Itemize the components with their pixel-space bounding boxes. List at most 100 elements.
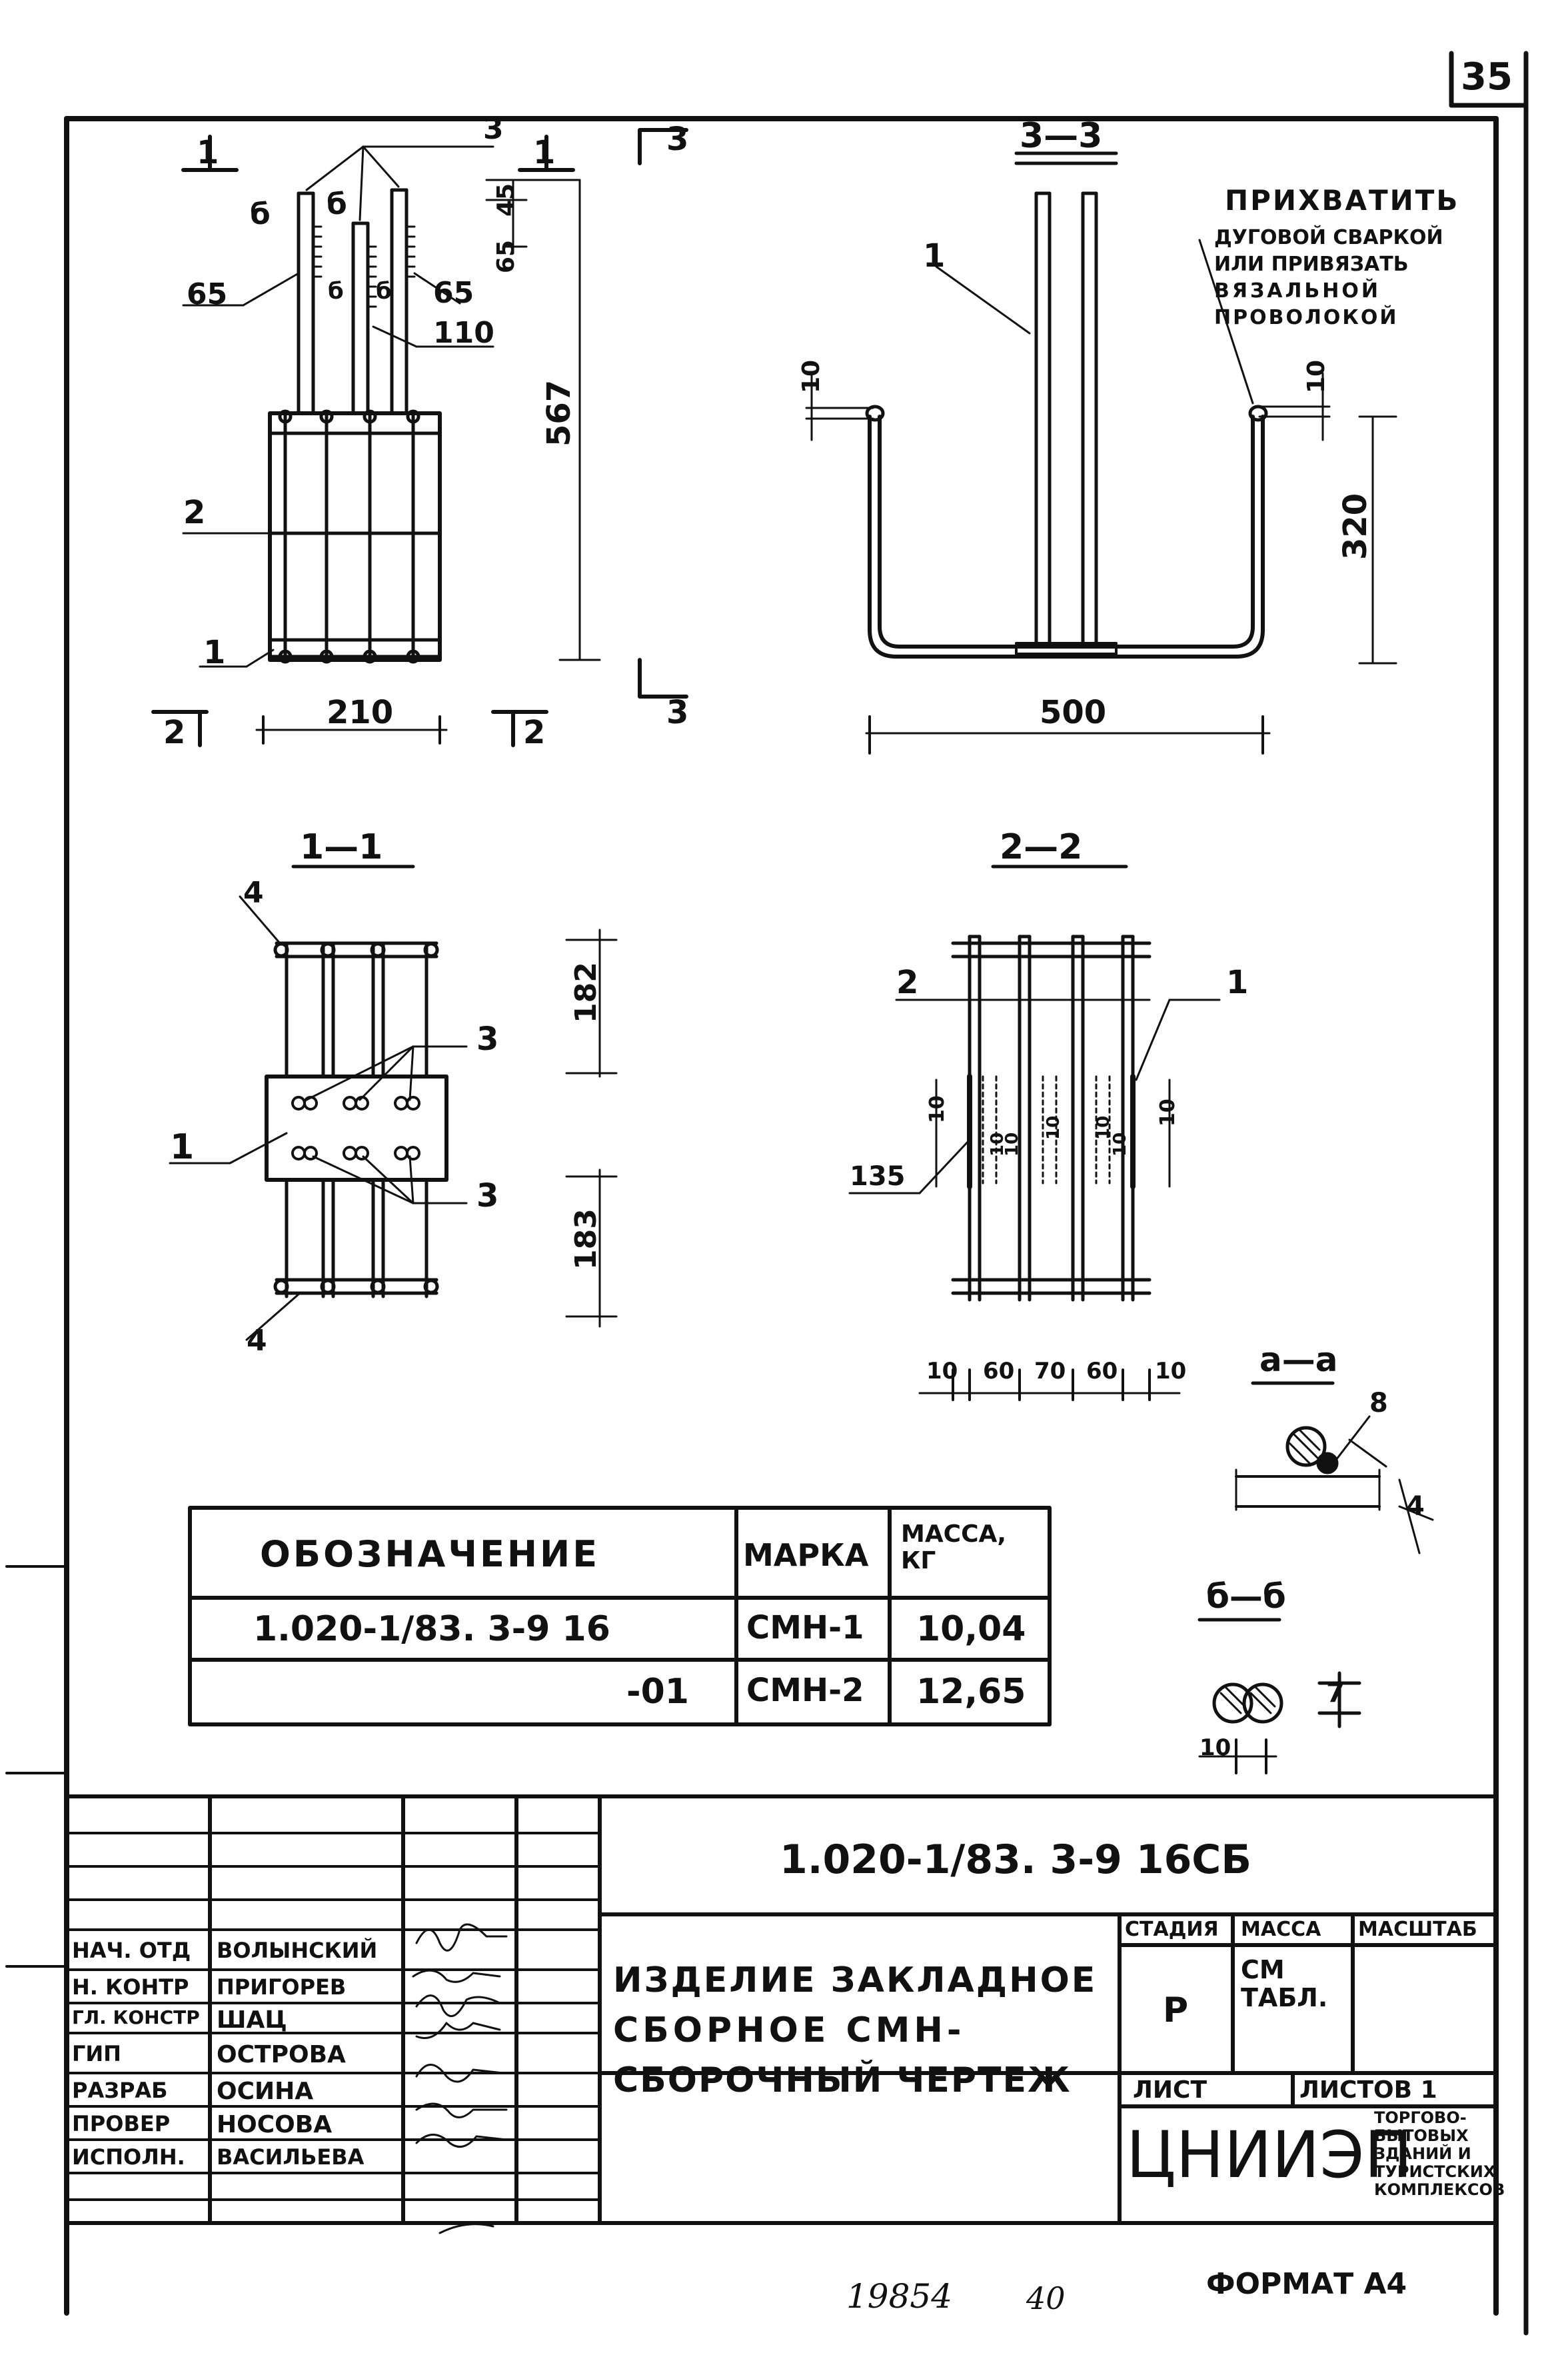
format-label: ФОРМАТ А4 <box>1206 2267 1407 2301</box>
section-1-1-view <box>169 865 618 1341</box>
signature-marks <box>412 1923 508 2234</box>
spec-header-mass: МАССА, КГ <box>901 1520 1007 1574</box>
inventory-suffix: 40 <box>1026 2280 1066 2316</box>
staff-name-4: ОСТРОВА <box>217 2041 346 2068</box>
callout-b1: б <box>250 197 271 231</box>
staff-name-1: ВОЛЫНСКИЙ <box>217 1938 378 1963</box>
title-line-3: СБОРОЧНЫЙ ЧЕРТЕЖ <box>613 2060 1072 2100</box>
callout-b3: б <box>328 278 344 305</box>
staff-role-6: ПРОВЕР <box>72 2111 171 2136</box>
mass-label: МАССА <box>1241 1918 1321 1941</box>
section-3-3-view <box>805 151 1397 755</box>
spec-row2-mark: СМН-2 <box>746 1672 864 1709</box>
dim-10-left: 10 <box>798 359 825 393</box>
section-mark-1a: 1 <box>197 134 219 171</box>
stage-label: СТАДИЯ <box>1125 1918 1219 1941</box>
spec-header-mark: МАРКА <box>743 1537 869 1573</box>
bottom-dim-10a: 10 <box>926 1358 958 1384</box>
detail-a-a-title: а—а <box>1259 1340 1338 1379</box>
dim-210: 210 <box>327 694 394 731</box>
detail-b-b-view <box>1197 1618 1361 1774</box>
staff-name-6: НОСОВА <box>217 2111 333 2138</box>
weld-note-line-4: ПРОВОЛОКОЙ <box>1214 306 1399 329</box>
inner-dim-4: 10 <box>1044 1115 1064 1140</box>
dim-500: 500 <box>1040 694 1107 731</box>
title-line-2: СБОРНОЕ СМН- <box>613 2010 966 2050</box>
bottom-dim-60b: 60 <box>1086 1358 1118 1384</box>
spec-row2-mass: 12,65 <box>916 1672 1026 1712</box>
inner-dim-3: 10 <box>1002 1132 1022 1157</box>
org-subtitle-5: КОМПЛЕКСОВ <box>1374 2180 1505 2199</box>
dim-567: 567 <box>540 379 578 447</box>
dim-65: 65 <box>492 239 520 273</box>
section-2-2-callout-1: 1 <box>1226 964 1249 1001</box>
section-2-2-callout-2: 2 <box>896 964 919 1001</box>
staff-name-2: ПРИГОРЕВ <box>217 1974 347 2000</box>
org-subtitle-1: ТОРГОВО- <box>1374 2108 1467 2127</box>
mass-value: СМ ТАБЛ. <box>1241 1955 1328 2012</box>
staff-role-2: Н. КОНТР <box>72 1974 189 2000</box>
title-line-1: ИЗДЕЛИЕ ЗАКЛАДНОЕ <box>613 1960 1098 2000</box>
spec-row1-mark: СМН-1 <box>746 1609 864 1646</box>
spec-table-grid <box>188 1506 1052 1726</box>
top-left-view <box>151 128 688 747</box>
callout-2: 2 <box>183 494 206 531</box>
title-block-grid <box>65 1794 1498 2225</box>
section-mark-1b: 1 <box>533 134 556 171</box>
section-1-1-title: 1—1 <box>300 827 383 867</box>
section-2-2-title: 2—2 <box>1000 827 1083 867</box>
document-code: 1.020-1/83. 3-9 16СБ <box>780 1836 1252 1883</box>
sheet-label: ЛИСТ <box>1133 2076 1207 2104</box>
callout-65b: 65 <box>433 276 474 310</box>
section-mark-3a: 3 <box>666 121 689 158</box>
section-mark-3b: 3 <box>666 694 689 731</box>
inner-dim-7: 10 <box>1156 1099 1179 1127</box>
section-mark-2b: 2 <box>523 714 546 751</box>
spec-header-designation: ОБОЗНАЧЕНИЕ <box>260 1533 600 1575</box>
dim-320: 320 <box>1337 493 1374 560</box>
callout-3: 3 <box>483 112 504 146</box>
sheet-frame <box>5 51 1529 2336</box>
staff-name-7: ВАСИЛЬЕВА <box>217 2144 365 2170</box>
spec-row1-mass: 10,04 <box>916 1609 1026 1649</box>
staff-role-7: ИСПОЛН. <box>72 2144 185 2170</box>
weld-note-line-3: ВЯЗАЛЬНОЙ <box>1214 279 1381 303</box>
staff-role-3: ГЛ. КОНСТР <box>72 2006 200 2028</box>
org-subtitle-3: ЗДАНИЙ И <box>1374 2144 1471 2163</box>
section-2-2-view <box>848 865 1221 1401</box>
bottom-dim-60a: 60 <box>983 1358 1015 1384</box>
section-1-1-callout-4a: 4 <box>243 876 264 910</box>
detail-b-b-dim-7: 7 <box>1326 1678 1345 1708</box>
callout-1: 1 <box>203 634 226 671</box>
staff-role-1: НАЧ. ОТД <box>72 1938 191 1963</box>
spec-row1-designation: 1.020-1/83. 3-9 16 <box>253 1609 610 1649</box>
section-1-1-callout-3a: 3 <box>476 1021 499 1058</box>
detail-b-b-dim-10: 10 <box>1199 1734 1231 1761</box>
staff-name-3: ШАЦ <box>217 2006 287 2034</box>
detail-b-b-title: б—б <box>1206 1577 1286 1616</box>
sheets-label: ЛИСТОВ 1 <box>1299 2076 1437 2104</box>
section-mark-2a: 2 <box>163 714 186 751</box>
staff-role-5: РАЗРАБ <box>72 2078 168 2103</box>
dim-10-right: 10 <box>1303 359 1330 393</box>
bottom-dim-70: 70 <box>1034 1358 1066 1384</box>
section-1-1-callout-1: 1 <box>170 1127 195 1167</box>
spec-row2-designation: -01 <box>626 1672 689 1712</box>
callout-65a: 65 <box>187 277 228 311</box>
dim-183: 183 <box>569 1208 603 1270</box>
callout-b4: б <box>376 278 392 305</box>
dim-182: 182 <box>569 962 603 1023</box>
section-2-2-callout-135: 135 <box>850 1161 906 1192</box>
detail-a-a-view <box>1235 1381 1434 1554</box>
inventory-number: 19854 <box>846 2277 953 2316</box>
org-subtitle-2: БЫТОВЫХ <box>1374 2126 1469 2145</box>
section-3-3-callout-1: 1 <box>923 237 946 275</box>
dim-45: 45 <box>492 183 520 217</box>
callout-110: 110 <box>433 316 494 350</box>
sheet-number: 35 <box>1461 55 1513 99</box>
org-name: ЦНИИЭП <box>1126 2118 1413 2192</box>
inner-dim-1: 10 <box>926 1095 949 1123</box>
weld-note-heading: ПРИХВАТИТЬ <box>1225 184 1460 217</box>
bottom-dim-10b: 10 <box>1155 1358 1187 1384</box>
section-3-3-title: 3—3 <box>1020 116 1103 156</box>
